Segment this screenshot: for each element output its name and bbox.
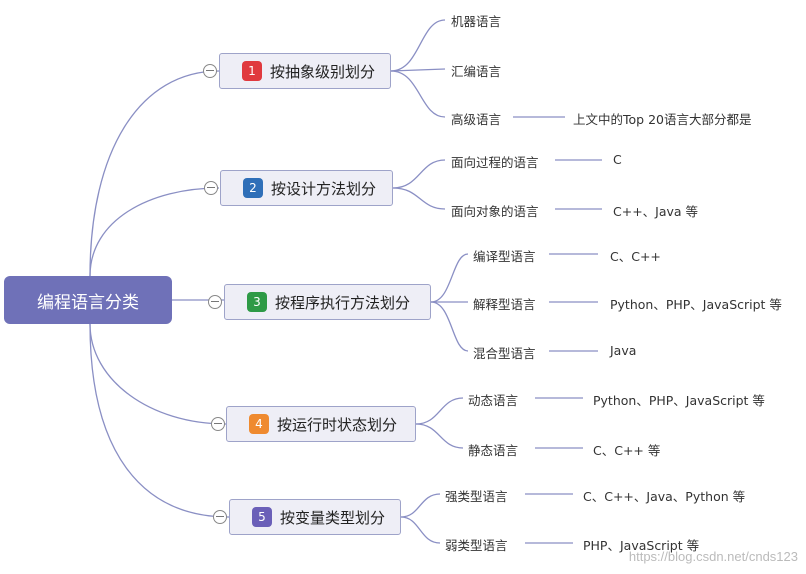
branch-label: 按运行时状态划分 <box>277 415 398 434</box>
branch-label: 按抽象级别划分 <box>270 62 376 81</box>
leaf-label[interactable]: 机器语言 <box>451 14 502 29</box>
root-label: 编程语言分类 <box>37 292 139 313</box>
number-badge: 1 <box>242 61 262 81</box>
collapse-icon[interactable] <box>213 510 227 524</box>
leaf-label[interactable]: 混合型语言 <box>473 346 536 361</box>
collapse-icon[interactable] <box>204 181 218 195</box>
leaf-detail[interactable]: C、C++、Java、Python 等 <box>583 489 746 504</box>
leaf-detail[interactable]: 上文中的Top 20语言大部分都是 <box>573 112 752 127</box>
leaf-label[interactable]: 弱类型语言 <box>445 538 508 553</box>
number-badge: 2 <box>243 178 263 198</box>
branch-node-5[interactable]: 5 按变量类型划分 <box>229 499 401 535</box>
leaf-label[interactable]: 高级语言 <box>451 112 502 127</box>
branch-node-4[interactable]: 4 按运行时状态划分 <box>226 406 416 442</box>
leaf-label[interactable]: 解释型语言 <box>473 297 536 312</box>
collapse-icon[interactable] <box>203 64 217 78</box>
collapse-icon[interactable] <box>208 295 222 309</box>
root-node[interactable]: 编程语言分类 <box>4 276 172 324</box>
leaf-detail[interactable]: C++、Java 等 <box>613 204 699 219</box>
leaf-label[interactable]: 强类型语言 <box>445 489 508 504</box>
leaf-label[interactable]: 面向对象的语言 <box>451 204 539 219</box>
leaf-label[interactable]: 静态语言 <box>468 443 519 458</box>
collapse-icon[interactable] <box>211 417 225 431</box>
number-badge: 4 <box>249 414 269 434</box>
branch-node-1[interactable]: 1 按抽象级别划分 <box>219 53 391 89</box>
branch-node-3[interactable]: 3 按程序执行方法划分 <box>224 284 431 320</box>
leaf-detail[interactable]: PHP、JavaScript 等 <box>583 538 700 553</box>
watermark: https://blog.csdn.net/cnds123 <box>628 549 798 564</box>
branch-node-2[interactable]: 2 按设计方法划分 <box>220 170 393 206</box>
leaf-label[interactable]: 动态语言 <box>468 393 519 408</box>
branch-label: 按设计方法划分 <box>271 179 377 198</box>
leaf-detail[interactable]: C、C++ <box>610 249 661 264</box>
leaf-label[interactable]: 面向过程的语言 <box>451 155 539 170</box>
leaf-label[interactable]: 汇编语言 <box>451 64 502 79</box>
leaf-detail[interactable]: C、C++ 等 <box>593 443 661 458</box>
leaf-detail[interactable]: Java <box>610 343 637 358</box>
leaf-detail[interactable]: Python、PHP、JavaScript 等 <box>610 297 782 312</box>
branch-label: 按变量类型划分 <box>280 508 386 527</box>
number-badge: 3 <box>247 292 267 312</box>
leaf-label[interactable]: 编译型语言 <box>473 249 536 264</box>
branch-label: 按程序执行方法划分 <box>275 293 411 312</box>
leaf-detail[interactable]: C <box>613 152 622 167</box>
number-badge: 5 <box>252 507 272 527</box>
leaf-detail[interactable]: Python、PHP、JavaScript 等 <box>593 393 765 408</box>
